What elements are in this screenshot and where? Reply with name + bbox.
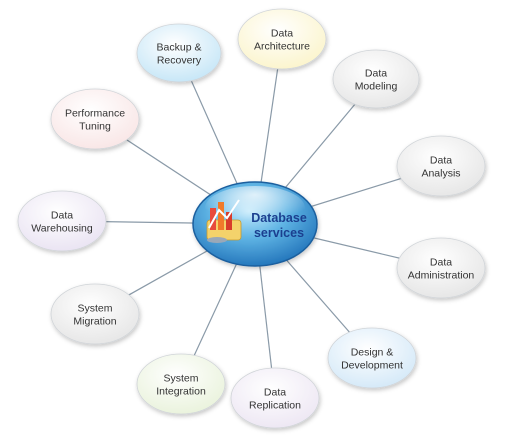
node-label-backup-recovery-2: Recovery [157, 55, 202, 67]
node-label-data-replication-1: Data [264, 387, 286, 399]
node-label-data-administration-2: Administration [408, 270, 475, 282]
node-design-development: Design &Development [327, 327, 417, 389]
node-shape-system-migration [50, 283, 140, 345]
node-label-backup-recovery-1: Backup & [157, 42, 202, 54]
node-shape-data-architecture [237, 8, 327, 70]
node-label-data-modeling-2: Modeling [355, 81, 398, 93]
node-shape-data-administration [396, 237, 486, 299]
node-label-design-development-1: Design & [351, 347, 394, 359]
node-shape-backup-recovery [136, 23, 222, 83]
node-shape-design-development [327, 327, 417, 389]
node-shape-data-modeling [332, 49, 420, 109]
node-label-design-development-2: Development [341, 360, 403, 372]
node-label-data-architecture-1: Data [271, 28, 293, 40]
node-shape-system-integration [136, 353, 226, 415]
node-label-data-warehousing-2: Warehousing [31, 223, 93, 235]
center-label-line-2: services [254, 226, 304, 240]
node-label-data-analysis-1: Data [430, 155, 452, 167]
node-label-performance-tuning-2: Tuning [79, 121, 111, 133]
node-label-system-migration-2: Migration [73, 316, 116, 328]
node-label-data-modeling-1: Data [365, 68, 387, 80]
node-label-system-integration-2: Integration [156, 386, 206, 398]
node-shape-data-replication [230, 367, 320, 429]
node-label-data-architecture-2: Architecture [254, 41, 310, 53]
node-label-data-replication-2: Replication [249, 400, 301, 412]
node-backup-recovery: Backup &Recovery [136, 23, 222, 83]
center-hub: Database services [192, 181, 318, 267]
node-shape-data-warehousing [17, 190, 107, 252]
node-shape-data-analysis [396, 135, 486, 197]
database-chart-icon [206, 199, 242, 243]
node-label-system-integration-1: System [163, 373, 198, 385]
node-label-data-warehousing-1: Data [51, 210, 73, 222]
node-label-data-analysis-2: Analysis [421, 168, 460, 180]
service-nodes: Backup &RecoveryDataArchitectureDataMode… [17, 8, 486, 429]
node-label-system-migration-1: System [77, 303, 112, 315]
node-label-performance-tuning-1: Performance [65, 108, 125, 120]
center-label-line-1: Database [251, 211, 307, 225]
node-label-data-administration-1: Data [430, 257, 452, 269]
node-shape-performance-tuning [50, 88, 140, 150]
